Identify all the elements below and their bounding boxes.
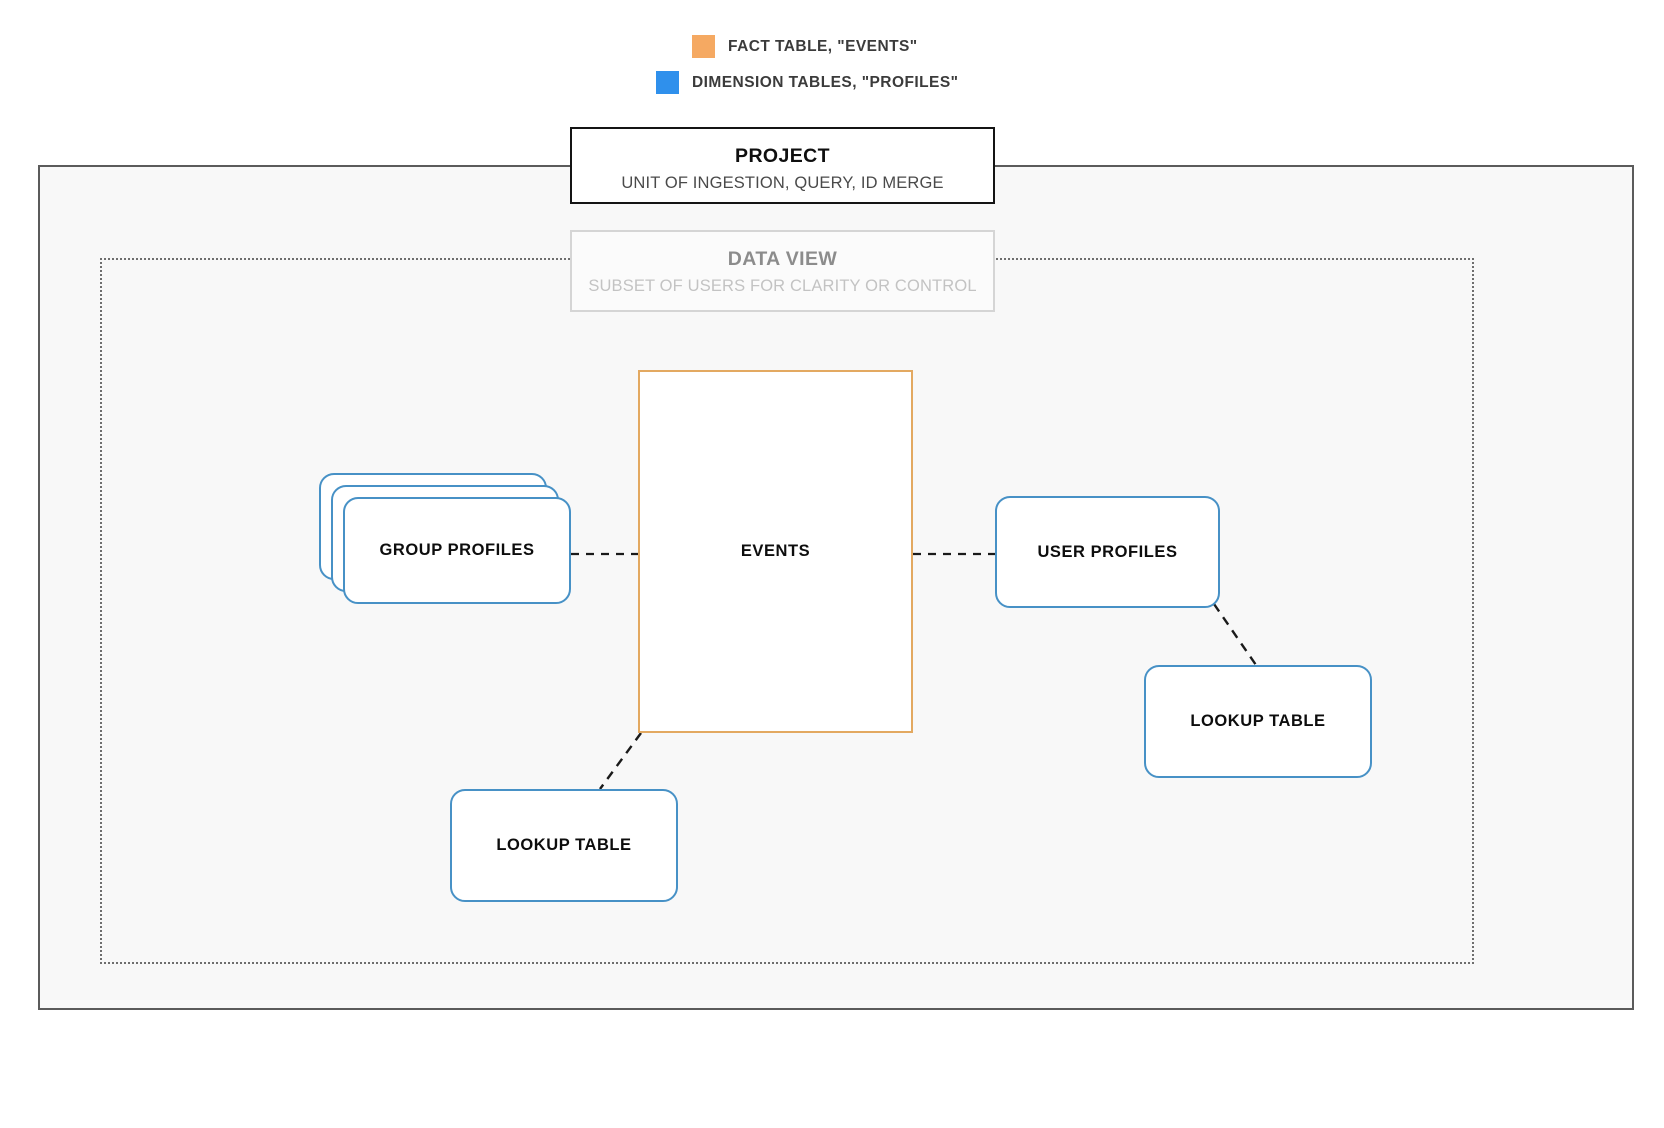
dimension-tables-swatch: [656, 71, 679, 94]
node-lookup-table-right[interactable]: LOOKUP TABLE: [1144, 665, 1372, 778]
data-view-title: DATA VIEW: [727, 248, 838, 270]
node-group-profiles[interactable]: GROUP PROFILES: [319, 473, 571, 608]
legend-item-fact-table: FACT TABLE, "EVENTS": [692, 35, 918, 58]
project-subtitle: UNIT OF INGESTION, QUERY, ID MERGE: [621, 174, 944, 193]
legend-label-dimension-tables: DIMENSION TABLES, "PROFILES": [692, 73, 959, 91]
project-title: PROJECT: [735, 145, 830, 167]
group-profiles-stack-card-front[interactable]: GROUP PROFILES: [343, 497, 571, 604]
data-view-card: DATA VIEW SUBSET OF USERS FOR CLARITY OR…: [570, 230, 995, 312]
node-label-events: EVENTS: [740, 542, 811, 560]
node-events[interactable]: EVENTS: [638, 370, 913, 733]
node-label-lookup-table-right: LOOKUP TABLE: [1190, 712, 1326, 730]
data-view-subtitle: SUBSET OF USERS FOR CLARITY OR CONTROL: [588, 277, 977, 296]
node-user-profiles[interactable]: USER PROFILES: [995, 496, 1220, 608]
fact-table-swatch: [692, 35, 715, 58]
project-card: PROJECT UNIT OF INGESTION, QUERY, ID MER…: [570, 127, 995, 204]
node-lookup-table-left[interactable]: LOOKUP TABLE: [450, 789, 678, 902]
node-label-user-profiles: USER PROFILES: [1037, 542, 1178, 561]
node-label-group-profiles: GROUP PROFILES: [379, 541, 535, 559]
legend-item-dimension-tables: DIMENSION TABLES, "PROFILES": [656, 71, 958, 94]
node-label-lookup-table-left: LOOKUP TABLE: [496, 836, 632, 854]
legend: FACT TABLE, "EVENTS" DIMENSION TABLES, "…: [0, 28, 1664, 108]
legend-label-fact-table: FACT TABLE, "EVENTS": [728, 37, 918, 55]
